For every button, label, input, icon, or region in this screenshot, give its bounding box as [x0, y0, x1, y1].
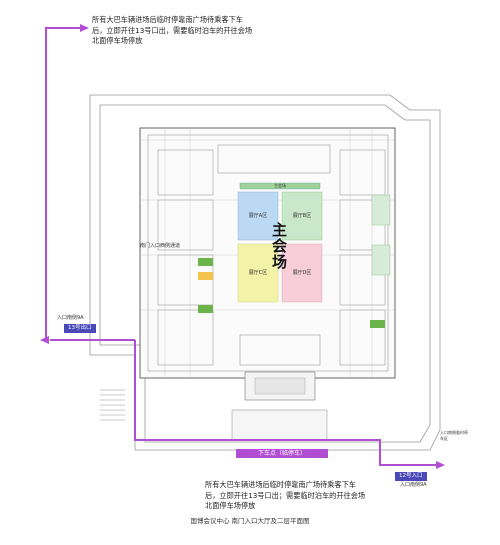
- top-strip-label: 主会场: [274, 183, 286, 188]
- route-arrow-right: [436, 461, 445, 469]
- zone-c: [237, 243, 279, 303]
- instruction-note-bottom: 所有大巴车辆进场后临时停靠南广场待乘客下车 后，立即开往13号口出；需要临时泊车…: [205, 480, 366, 510]
- main-hall-label: 主会场: [272, 221, 288, 271]
- route-arrow-top: [80, 24, 89, 32]
- zone-d-label: 展厅D区: [292, 270, 312, 276]
- zone-b: [281, 191, 323, 241]
- right-parking-label: 入口南侧临时停车区: [440, 430, 468, 441]
- instruction-note-top: 所有大巴车辆进场后临时停靠南广场待乘客下车 后，立即开往13号口出，需要临时泊车…: [92, 15, 253, 45]
- zone-a: [237, 191, 279, 241]
- map-caption: 国博会议中心 南门入口大厅及二层平面图: [190, 517, 310, 525]
- route-arrow-left: [40, 336, 49, 344]
- left-entry-label: 入口南侧9A: [57, 315, 84, 321]
- dropoff-point-bar: 下车点（临停车）: [236, 449, 328, 458]
- zone-b-label: 展厅B区: [292, 213, 312, 219]
- zone-d: [281, 243, 323, 303]
- zone-a-label: 展厅A区: [248, 213, 268, 219]
- left-corridor-label: 南门入口西侧通道: [140, 243, 181, 249]
- bottom-entry-label: 入口南侧9A: [400, 482, 427, 488]
- site-boundary: [89, 94, 441, 451]
- bus-route: [45, 27, 436, 466]
- entry-12-badge: 12号入口: [395, 472, 427, 481]
- exit-13-badge: 13号出口: [64, 324, 96, 333]
- zone-c-label: 展厅C区: [248, 270, 268, 276]
- top-strip: [239, 182, 321, 190]
